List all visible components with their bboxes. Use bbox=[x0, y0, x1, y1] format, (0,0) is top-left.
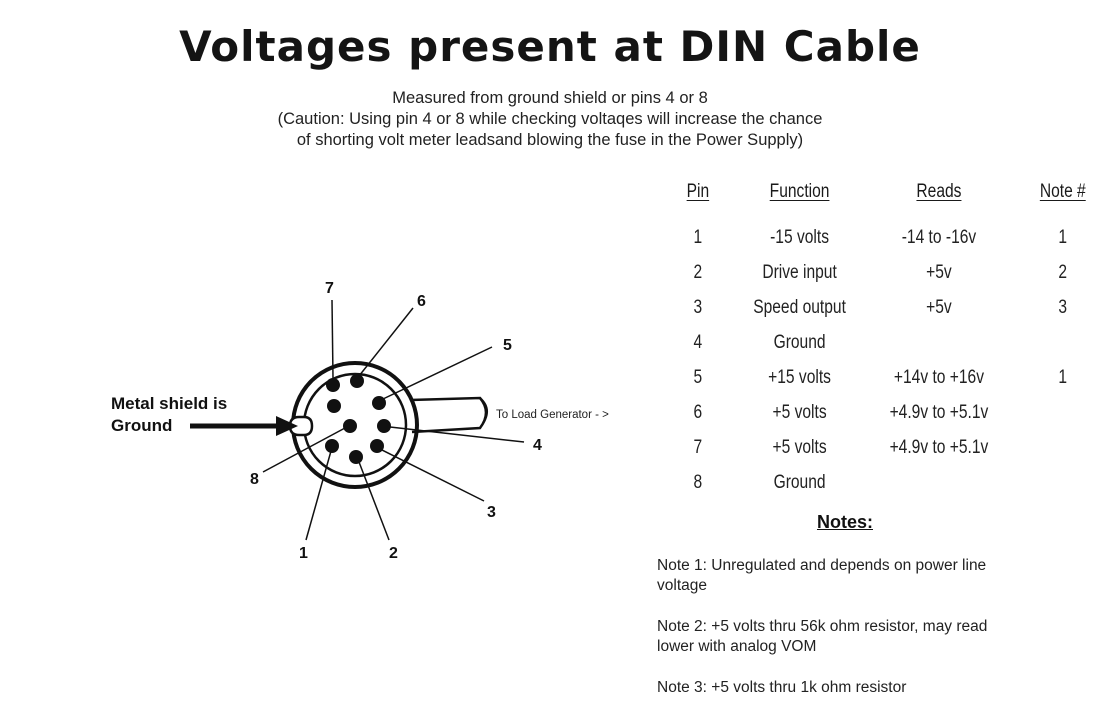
cell-pin: 3 bbox=[693, 297, 703, 318]
pin-5-leader bbox=[382, 346, 493, 400]
pin-5-dot bbox=[372, 396, 386, 410]
note-1: Note 1: Unregulated and depends on power… bbox=[657, 556, 1077, 596]
cell-note: 1 bbox=[1058, 227, 1068, 248]
cable-label: To Load Generator - > bbox=[496, 409, 609, 421]
cell-note: 2 bbox=[1058, 262, 1068, 283]
pin-label-3: 3 bbox=[487, 504, 496, 521]
pin-2-dot bbox=[349, 450, 363, 464]
subtitle-line-3: of shorting volt meter leadsand blowing … bbox=[296, 131, 804, 149]
header-pin: Pin bbox=[686, 181, 710, 202]
notes-heading: Notes: bbox=[816, 512, 873, 532]
note-2-line-2: lower with analog VOM bbox=[657, 638, 817, 655]
subtitle-caution: Measured from ground shield or pins 4 or… bbox=[0, 88, 1100, 151]
shield-label-line-1: Metal shield is bbox=[111, 394, 227, 413]
cell-function: +5 volts bbox=[772, 402, 827, 423]
subtitle-line-2: (Caution: Using pin 4 or 8 while checkin… bbox=[277, 110, 823, 128]
note-3-line-1: Note 3: +5 volts thru 1k ohm resistor bbox=[657, 679, 907, 696]
cell-pin: 6 bbox=[693, 402, 703, 423]
pin-8-leader bbox=[262, 427, 346, 473]
cable-end bbox=[479, 397, 488, 429]
pin-6-leader bbox=[358, 307, 414, 377]
cable-body bbox=[409, 396, 488, 434]
cell-pin: 7 bbox=[693, 437, 703, 458]
cell-reads: +5v bbox=[926, 297, 952, 318]
note-3: Note 3: +5 volts thru 1k ohm resistor bbox=[657, 678, 1077, 698]
note-2-line-1: Note 2: +5 volts thru 56k ohm resistor, … bbox=[657, 618, 988, 635]
note-2: Note 2: +5 volts thru 56k ohm resistor, … bbox=[657, 617, 1077, 657]
pin-label-2: 2 bbox=[389, 545, 398, 562]
pin-4-dot bbox=[377, 419, 391, 433]
cell-pin: 5 bbox=[693, 367, 703, 388]
cell-function: +15 volts bbox=[768, 367, 831, 388]
cell-reads: +5v bbox=[926, 262, 952, 283]
pin-7-dot bbox=[326, 378, 340, 392]
header-reads: Reads bbox=[916, 181, 962, 202]
pin-1-leader bbox=[305, 450, 332, 541]
cell-pin: 1 bbox=[693, 227, 703, 248]
cell-function: -15 volts bbox=[770, 227, 830, 248]
cell-pin: 4 bbox=[693, 332, 703, 353]
pin-3-leader bbox=[379, 448, 485, 502]
cell-reads: -14 to -16v bbox=[901, 227, 977, 248]
din-connector-diagram: Metal shield is Ground To Load Generator… bbox=[111, 280, 609, 562]
pin-8-dot bbox=[343, 419, 357, 433]
note-1-line-2: voltage bbox=[657, 577, 707, 594]
cell-note: 3 bbox=[1058, 297, 1068, 318]
cell-reads: +4.9v to +5.1v bbox=[889, 437, 989, 458]
pin-1-dot bbox=[325, 439, 339, 453]
cell-reads: +14v to +16v bbox=[893, 367, 985, 388]
pin-label-1: 1 bbox=[299, 545, 308, 562]
pin-label-7: 7 bbox=[325, 280, 334, 297]
header-note: Note # bbox=[1039, 181, 1086, 202]
cell-reads: +4.9v to +5.1v bbox=[889, 402, 989, 423]
cell-pin: 8 bbox=[693, 472, 703, 493]
pin-label-8: 8 bbox=[250, 471, 259, 488]
cell-function: Speed output bbox=[753, 297, 846, 318]
pin-label-6: 6 bbox=[417, 293, 426, 310]
cell-function: Drive input bbox=[762, 262, 837, 283]
pin-label-4: 4 bbox=[533, 437, 542, 454]
pin-3-dot bbox=[370, 439, 384, 453]
page-title: Voltages present at DIN Cable bbox=[179, 22, 921, 71]
pin-2-leader bbox=[358, 461, 390, 541]
cell-function: Ground bbox=[773, 332, 826, 353]
shield-arrow-head bbox=[276, 416, 298, 436]
pin-4-leader bbox=[389, 426, 525, 443]
note-1-line-1: Note 1: Unregulated and depends on power… bbox=[657, 557, 987, 574]
header-function: Function bbox=[769, 181, 830, 202]
cell-function: Ground bbox=[773, 472, 826, 493]
cell-pin: 2 bbox=[693, 262, 703, 283]
cell-function: +5 volts bbox=[772, 437, 827, 458]
pin-6-dot bbox=[350, 374, 364, 388]
pin-label-5: 5 bbox=[503, 337, 512, 354]
shield-label-line-2: Ground bbox=[111, 416, 172, 435]
pin-center-dot bbox=[327, 399, 341, 413]
connector-key-notch bbox=[288, 415, 314, 437]
cell-note: 1 bbox=[1058, 367, 1068, 388]
subtitle-line-1: Measured from ground shield or pins 4 or… bbox=[392, 89, 708, 107]
pin-7-leader bbox=[331, 299, 334, 379]
